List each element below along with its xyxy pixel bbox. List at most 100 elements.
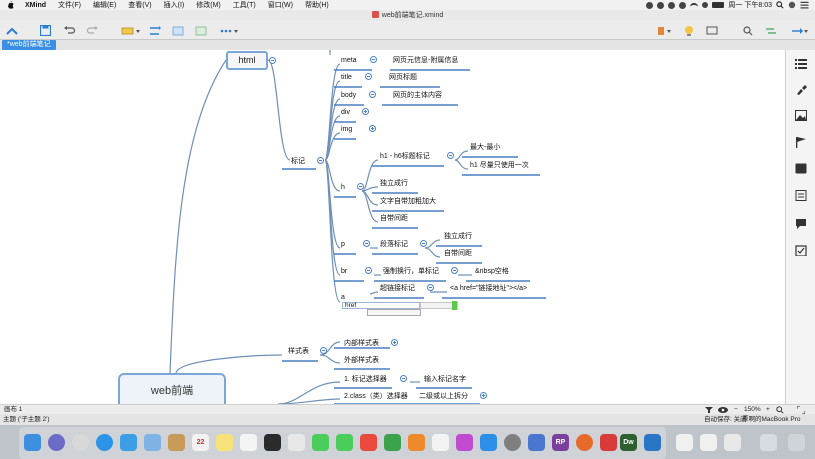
app-store-icon[interactable] [480,434,497,451]
topic-p-spacing[interactable]: 自带间距 [444,250,472,257]
collapse-biaoji-icon[interactable] [317,157,324,164]
save-icon[interactable] [38,24,52,37]
topic-selector-1-desc[interactable]: 输入标记名字 [424,376,466,383]
tray-app-icon-3[interactable] [668,1,676,9]
presentation-icon[interactable] [705,24,719,37]
boundary-icon[interactable] [171,24,185,37]
image-icon[interactable] [795,110,807,121]
outline-list-icon[interactable] [795,58,807,69]
topic-p-label[interactable]: 段落标记 [380,241,408,248]
zoom-level[interactable]: 150% [744,406,761,413]
collapse-selector-1-icon[interactable] [400,375,407,382]
topic-html[interactable]: html [226,51,268,70]
topic-h[interactable]: h [341,184,345,191]
topic-title-desc[interactable]: 网页标题 [389,74,417,81]
calendar-icon[interactable]: 22 [192,434,209,451]
expand-div-icon[interactable] [362,108,369,115]
photos-icon[interactable] [288,434,305,451]
collapse-p-label-icon[interactable] [420,240,427,247]
zoom-out-button[interactable]: − [734,406,738,413]
note-icon[interactable] [795,190,807,201]
zoom-search-small-icon[interactable] [776,406,784,414]
topic-internal-style[interactable]: 内部样式表 [344,340,379,347]
topic-h-max-min[interactable]: 最大-最小 [470,144,501,151]
topic-meta[interactable]: meta [341,57,357,64]
topic-img[interactable]: img [341,126,353,133]
menu-window[interactable]: 窗口(W) [267,2,293,9]
topic-p-own-line[interactable]: 独立成行 [444,233,472,240]
collapse-p-icon[interactable] [363,240,370,247]
browser-icon[interactable] [644,434,661,451]
topic-selector-2-desc[interactable]: 二级或以上拆分 [419,393,468,400]
relationship-icon[interactable] [148,24,162,37]
tray-app-icon[interactable] [646,1,654,9]
format-brush-icon[interactable] [795,84,807,95]
menu-file[interactable]: 文件(F) [58,2,81,9]
topic-br[interactable]: br [341,268,348,275]
collapse-title-icon[interactable] [365,73,372,80]
launchpad-icon[interactable] [72,434,89,451]
tray-app-icon-2[interactable] [657,1,665,9]
topic-h1-once[interactable]: h1 尽量只使用一次 [470,162,529,169]
idea-bulb-icon[interactable] [682,24,696,37]
reminders-icon[interactable] [240,434,257,451]
document-stack-icon[interactable] [676,434,693,451]
firefox-icon[interactable] [576,434,593,451]
zoom-in-button[interactable]: + [766,406,770,413]
sheet-label[interactable]: 画布 1 [4,406,23,413]
collapse-a-label-icon[interactable] [427,284,434,291]
redo-icon[interactable] [85,24,99,37]
fullscreen-icon[interactable] [797,406,805,414]
notes-book-icon[interactable] [168,434,185,451]
topic-meta-desc[interactable]: 网页元信息-附属信息 [393,57,459,64]
topic-style-table[interactable]: 样式表 [288,348,309,355]
collapse-br-icon[interactable] [365,267,372,274]
numbers-icon[interactable] [384,434,401,451]
rp-app-icon[interactable]: RP [552,434,569,451]
menu-view[interactable]: 查看(V) [128,2,152,9]
collapse-br-desc-icon[interactable] [451,267,458,274]
menu-app-name[interactable]: XMind [25,1,46,9]
task-icon[interactable] [795,245,807,256]
topic-h-spacing[interactable]: 自带间距 [380,215,408,222]
topic-biaoji[interactable]: 标记 [291,158,305,165]
collapse-h1h6-icon[interactable] [447,152,454,159]
topic-a-label[interactable]: 超链接标记 [380,285,415,292]
comment-icon[interactable] [795,218,807,229]
siri-icon[interactable] [48,434,65,451]
tray-app-icon-4[interactable] [679,1,687,9]
marker-icon[interactable] [655,24,673,37]
undo-icon[interactable] [62,24,76,37]
collapse-style-table-icon[interactable] [320,347,327,354]
trash-icon[interactable] [788,434,805,451]
menu-insert[interactable]: 插入(I) [163,2,185,9]
topic-body[interactable]: body [341,92,357,99]
safari-icon[interactable] [96,434,113,451]
expand-selector-2-icon[interactable] [480,392,487,399]
topic-h-own-line[interactable]: 独立成行 [380,180,408,187]
collapse-html-icon[interactable] [269,57,276,64]
control-center-icon[interactable] [788,1,796,9]
topic-a-code[interactable]: <a href="链接地址"></a> [450,285,528,292]
dreamweaver-icon[interactable]: Dw [620,434,637,451]
topic-external-style[interactable]: 外部样式表 [344,357,379,364]
summary-icon[interactable] [194,24,208,37]
notes-icon[interactable] [216,434,233,451]
export-icon[interactable] [790,24,810,37]
sheet-tab[interactable]: *web前端笔记 [2,40,56,50]
mindmap-canvas[interactable]: html 标记 meta 网页元信息-附属信息 title 网页标题 body … [0,50,785,404]
xmind-red-icon[interactable] [600,434,617,451]
topic-br-desc[interactable]: 强制换行，单标记 [383,268,439,275]
music-icon[interactable] [432,434,449,451]
home-icon[interactable] [5,24,19,37]
topic-h-bold[interactable]: 文字自带加粗加大 [380,198,436,205]
wifi-icon[interactable] [690,3,699,7]
topic-body-desc[interactable]: 网页的主体内容 [393,92,442,99]
topic-selector-1[interactable]: 1. 标记选择器 [344,376,387,383]
collapse-body-icon[interactable] [369,91,376,98]
downloads-icon[interactable] [760,434,777,451]
edit-input-extension[interactable] [420,302,458,309]
volume-icon[interactable] [702,2,709,8]
file-icon[interactable] [724,434,741,451]
zoom-search-icon[interactable] [741,24,755,37]
